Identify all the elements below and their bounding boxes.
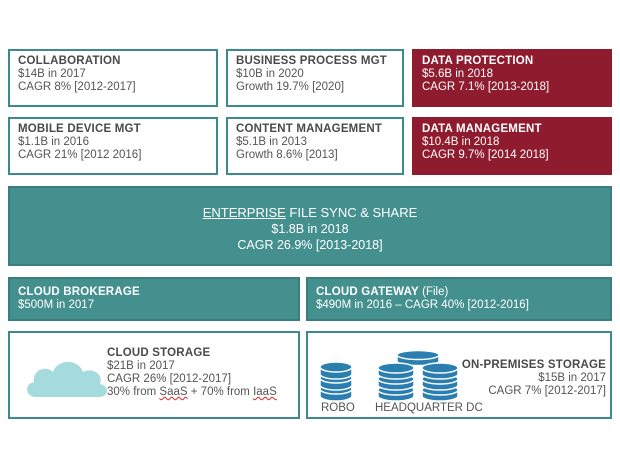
robo-database-icon	[319, 361, 353, 402]
efss-title-underlined: ENTERPRISE	[202, 205, 286, 220]
cloud-storage-size: $21B in 2017	[107, 360, 175, 372]
cloud-storage-saas: SaaS	[159, 386, 188, 398]
mobile-device-mgt-size: $1.1B in 2016	[18, 136, 89, 148]
onprem-storage-box: ROBO HEADQUARTER DC ON-PREMISES STORAGE …	[306, 331, 612, 419]
collaboration-growth: CAGR 8% [2012-2017]	[18, 81, 136, 93]
cloud-brokerage-size: $500M in 2017	[18, 299, 95, 311]
mobile-device-mgt-growth: CAGR 21% [2012 2016]	[18, 149, 142, 161]
cloud-storage-growth: CAGR 26% [2012-2017]	[107, 373, 232, 385]
business-process-mgt-box: BUSINESS PROCESS MGT $10B in 2020 Growth…	[226, 49, 404, 107]
cloud-gateway-title-row: CLOUD GATEWAY (File)	[316, 286, 602, 299]
efss-size: $1.8B in 2018	[271, 222, 349, 236]
robo-label: ROBO	[321, 402, 355, 414]
cloud-storage-split: 30% from SaaS + 70% from IaaS	[107, 386, 277, 399]
collaboration-title: COLLABORATION	[18, 55, 121, 67]
onprem-storage-size: $15B in 2017	[538, 372, 606, 384]
cloud-storage-box: CLOUD STORAGE $21B in 2017 CAGR 26% [201…	[8, 331, 300, 419]
efss-growth: CAGR 26.9% [2013-2018]	[237, 238, 383, 252]
data-protection-box: DATA PROTECTION $5.6B in 2018 CAGR 7.1% …	[412, 49, 612, 107]
cloud-brokerage-title: CLOUD BROKERAGE	[18, 286, 140, 298]
data-management-size: $10.4B in 2018	[422, 136, 500, 148]
cloud-gateway-title: CLOUD GATEWAY	[316, 286, 419, 298]
content-management-growth: Growth 8.6% [2013]	[236, 149, 338, 161]
onprem-storage-title: ON-PREMISES STORAGE	[461, 359, 606, 371]
mobile-device-mgt-title: MOBILE DEVICE MGT	[18, 123, 141, 135]
content-management-size: $5.1B in 2013	[236, 136, 307, 148]
cloud-brokerage-box: CLOUD BROKERAGE $500M in 2017	[8, 277, 300, 321]
cloud-icon	[27, 361, 108, 397]
business-process-mgt-title: BUSINESS PROCESS MGT	[236, 55, 387, 67]
headquarter-database-icon	[377, 349, 459, 402]
data-protection-growth: CAGR 7.1% [2013-2018]	[422, 81, 550, 93]
efss-title-rest: FILE SYNC & SHARE	[285, 205, 418, 220]
data-protection-title: DATA PROTECTION	[422, 55, 534, 67]
efss-box: ENTERPRISE FILE SYNC & SHARE $1.8B in 20…	[8, 186, 612, 266]
data-management-box: DATA MANAGEMENT $10.4B in 2018 CAGR 9.7%…	[412, 117, 612, 175]
cloud-gateway-size: $490M in 2016 – CAGR 40% [2012-2016]	[316, 299, 529, 311]
content-management-box: CONTENT MANAGEMENT $5.1B in 2013 Growth …	[226, 117, 404, 175]
collaboration-box: COLLABORATION $14B in 2017 CAGR 8% [2012…	[8, 49, 218, 107]
cloud-storage-split-b: + 70% from	[187, 386, 254, 398]
efss-title: ENTERPRISE FILE SYNC & SHARE	[10, 204, 610, 221]
business-process-mgt-growth: Growth 19.7% [2020]	[236, 81, 345, 93]
content-management-title: CONTENT MANAGEMENT	[236, 123, 383, 135]
cloud-storage-split-a: 30% from	[107, 386, 160, 398]
cloud-storage-title: CLOUD STORAGE	[107, 347, 211, 359]
cloud-storage-iaas: IaaS	[253, 386, 277, 398]
data-protection-size: $5.6B in 2018	[422, 68, 493, 80]
collaboration-size: $14B in 2017	[18, 68, 86, 80]
cloud-gateway-title-suffix: (File)	[418, 286, 449, 298]
cloud-gateway-box: CLOUD GATEWAY (File) $490M in 2016 – CAG…	[306, 277, 612, 321]
data-management-title: DATA MANAGEMENT	[422, 123, 542, 135]
business-process-mgt-size: $10B in 2020	[236, 68, 304, 80]
data-management-growth: CAGR 9.7% [2014 2018]	[422, 149, 549, 161]
headquarter-dc-label: HEADQUARTER DC	[375, 402, 483, 414]
mobile-device-mgt-box: MOBILE DEVICE MGT $1.1B in 2016 CAGR 21%…	[8, 117, 218, 175]
onprem-storage-growth: CAGR 7% [2012-2017]	[488, 385, 606, 397]
